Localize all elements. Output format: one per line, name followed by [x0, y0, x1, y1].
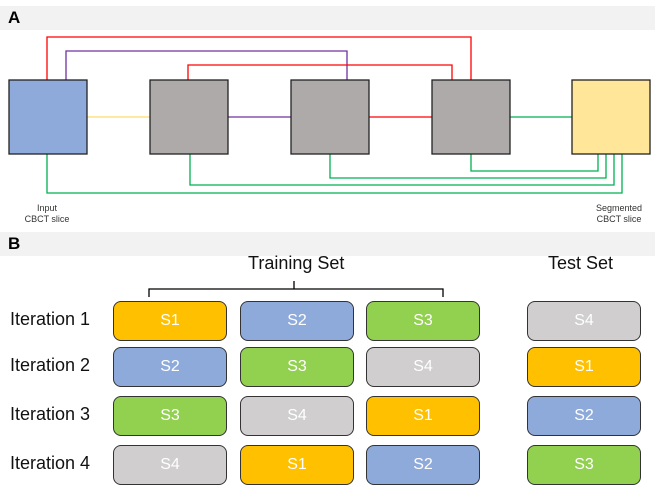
test-subset-chip: S1	[527, 347, 641, 387]
training-subset-chip: S2	[113, 347, 227, 387]
training-set-title: Training Set	[248, 253, 345, 273]
iteration-label: Iteration 2	[10, 355, 91, 375]
test-set-title: Test Set	[548, 253, 614, 273]
skip-line-red-outer	[46, 36, 472, 80]
panel-b-label: B	[8, 234, 21, 253]
iteration-label: Iteration 1	[10, 309, 91, 329]
training-subset-chip: S1	[240, 445, 354, 485]
training-subset-chip: S4	[113, 445, 227, 485]
training-subset-chip: S3	[113, 396, 227, 436]
input-caption-line2: CBCT slice	[24, 214, 70, 224]
green-line-block1	[189, 154, 615, 186]
training-subset-chip: S1	[366, 396, 480, 436]
iteration-label: Iteration 4	[10, 453, 91, 473]
training-subset-chip: S2	[240, 301, 354, 341]
training-subset-chip: S1	[113, 301, 227, 341]
hidden-block-1	[149, 79, 229, 155]
training-subset-chip: S3	[240, 347, 354, 387]
panel-a-header	[0, 6, 655, 30]
test-subset-chip: S3	[527, 445, 641, 485]
iteration-label: Iteration 3	[10, 404, 91, 424]
output-block	[571, 79, 651, 155]
training-subset-chip: S2	[366, 445, 480, 485]
green-line-block2	[329, 154, 607, 179]
green-line-input	[46, 154, 623, 194]
training-subset-chip: S3	[366, 301, 480, 341]
test-subset-chip: S4	[527, 301, 641, 341]
input-caption: Input CBCT slice	[10, 203, 84, 225]
skip-line-red-middle	[187, 64, 453, 80]
input-caption-line1: Input	[36, 203, 58, 213]
test-subset-chip: S2	[527, 396, 641, 436]
hidden-block-3	[431, 79, 511, 155]
output-caption-line1: Segmented	[595, 203, 643, 213]
green-line-block3	[470, 154, 599, 172]
hidden-block-2	[290, 79, 370, 155]
training-subset-chip: S4	[240, 396, 354, 436]
output-caption-line2: CBCT slice	[596, 214, 642, 224]
training-set-brace	[148, 281, 444, 297]
output-caption: Segmented CBCT slice	[574, 203, 664, 225]
panel-a-label: A	[8, 8, 21, 27]
input-block	[8, 79, 88, 155]
training-subset-chip: S4	[366, 347, 480, 387]
panel-b-header	[0, 232, 655, 256]
